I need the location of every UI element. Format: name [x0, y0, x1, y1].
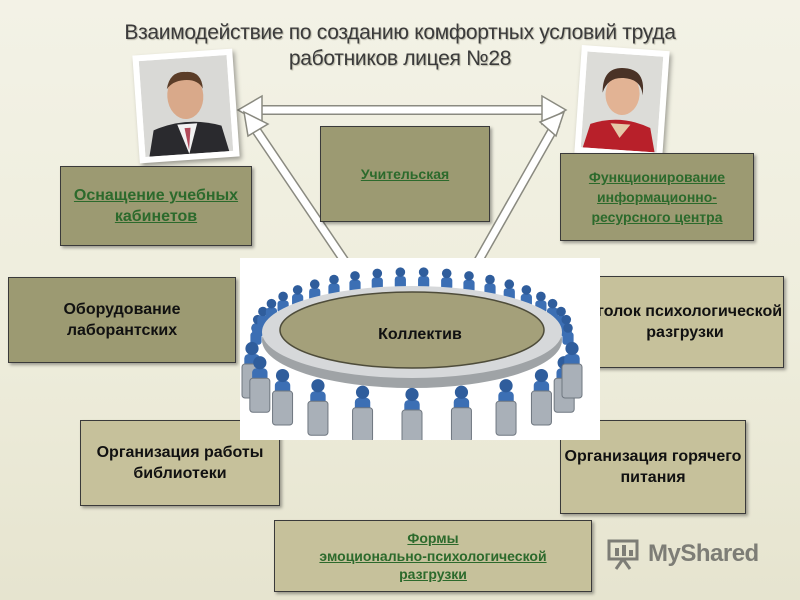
info-center-link[interactable]: Функционирование информационно-ресурсног… — [588, 169, 726, 225]
seated-figure — [418, 267, 430, 289]
front-row-figures — [241, 341, 583, 440]
collective-label: Коллектив — [378, 326, 462, 343]
chair — [450, 407, 472, 440]
lab-equipment-label: Оборудование лаборантских — [63, 301, 181, 339]
box-relief-forms[interactable]: Формы эмоционально-психологической разгр… — [274, 520, 592, 592]
forms-link-line-1[interactable]: Формы — [407, 530, 459, 546]
box-lab-equipment: Оборудование лаборантских — [8, 277, 236, 363]
box-info-center[interactable]: Функционирование информационно-ресурсног… — [560, 153, 754, 241]
watermark-text: MyShared — [648, 540, 759, 567]
forms-link-line-3[interactable]: разгрузки — [399, 566, 467, 582]
chair — [401, 409, 423, 440]
psychological-corner-label: Уголок психологической разгрузки — [587, 303, 783, 341]
chair — [530, 390, 552, 426]
seated-figure — [394, 267, 406, 289]
library-label: Организация работы библиотеки — [96, 444, 264, 482]
portrait-woman-photo — [574, 45, 670, 159]
seated-figure — [441, 268, 453, 291]
seated-figure — [371, 268, 383, 291]
portrait-man-photo — [132, 48, 240, 164]
box-teachers-room[interactable]: Учительская — [320, 126, 490, 222]
forms-link-line-2[interactable]: эмоционально-психологической — [319, 548, 547, 564]
chair — [307, 400, 329, 436]
equipping-classrooms-link[interactable]: Оснащение учебных кабинетов — [73, 187, 239, 225]
chair — [495, 400, 517, 436]
hot-meals-label: Организация горячего питания — [564, 448, 742, 486]
seated-figure — [562, 323, 574, 345]
teachers-room-link[interactable]: Учительская — [360, 166, 450, 182]
chair — [352, 407, 374, 440]
presentation-icon — [607, 539, 639, 570]
chair — [249, 377, 271, 413]
box-psychological-corner: Уголок психологической разгрузки — [586, 276, 784, 368]
box-equipping-classrooms[interactable]: Оснащение учебных кабинетов — [60, 166, 252, 246]
arrow-horizontal — [236, 94, 568, 126]
slide-title: Взаимодействие по созданию комфортных ус… — [0, 20, 800, 72]
chair — [272, 390, 294, 426]
title-line-2: работников лицея №28 — [288, 47, 512, 70]
round-table-illustration — [240, 258, 600, 440]
chair — [561, 363, 583, 399]
title-line-1: Взаимодействие по созданию комфортных ус… — [124, 21, 676, 44]
watermark: MyShared — [606, 538, 759, 570]
